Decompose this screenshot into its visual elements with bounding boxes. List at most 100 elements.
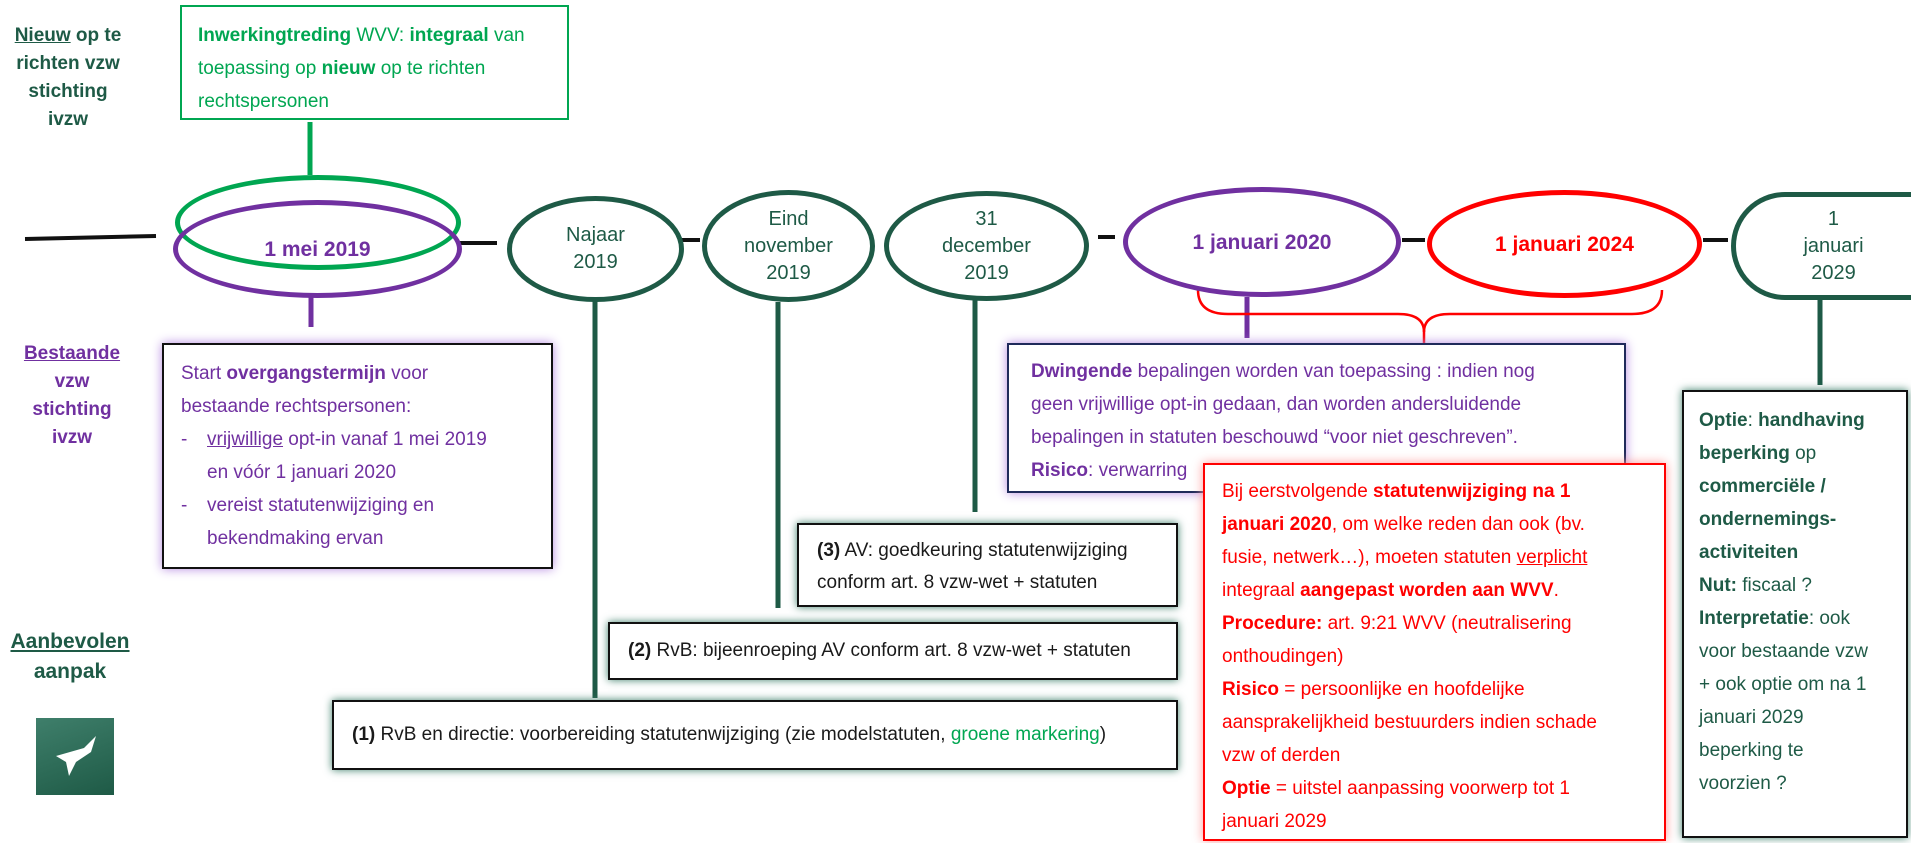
statutenwijziging-box: Bij eerstvolgende statutenwijziging na 1… — [1203, 463, 1666, 841]
dwingende-bold: Dwingende — [1031, 361, 1133, 382]
op-text: op — [1789, 443, 1817, 464]
node-7-line3: 2029 — [1811, 261, 1856, 284]
activiteiten-bold: activiteiten — [1699, 542, 1799, 563]
label-nieuw-line2: richten vzw — [16, 53, 120, 74]
ondernemings-bold: ondernemings- — [1699, 509, 1837, 530]
step-1-number: (1) — [352, 724, 376, 745]
step-1-text: RvB en directie: voorbereiding statutenw… — [375, 724, 951, 745]
step-2-number: (2) — [628, 640, 652, 661]
procedure-bold: Procedure: — [1222, 613, 1323, 634]
node-6-label: 1 januari 2024 — [1495, 232, 1634, 256]
node-5-label: 1 januari 2020 — [1192, 230, 1332, 254]
step-2-text: RvB: bijeenroeping AV conform art. 8 vzw… — [651, 640, 1131, 661]
step-3-line2: conform art. 8 vzw-wet + statuten — [817, 572, 1098, 593]
label-nieuw: Nieuw op te richten vzw stichting ivzw — [8, 22, 128, 134]
red-line4-end: . — [1553, 580, 1559, 601]
integraal-bold: integraal — [409, 25, 489, 46]
red-line1-bold: statutenwijziging na 1 — [1373, 481, 1571, 502]
januari-2029-text: januari 2029 — [1222, 811, 1327, 832]
step-3-text: AV: goedkeuring statutenwijziging — [840, 540, 1128, 561]
logo — [36, 718, 114, 795]
voor-bestaande-text: voor bestaande vzw — [1699, 641, 1868, 662]
procedure-text: art. 9:21 WVV (neutralisering — [1322, 613, 1572, 634]
voor-text: voor — [385, 363, 429, 384]
fiscaal-text: fiscaal ? — [1736, 575, 1812, 596]
januari-2029-right-text: januari 2029 — [1699, 707, 1804, 728]
label-nieuw-word: Nieuw — [14, 25, 71, 46]
bekendmaking-text: bekendmaking ervan — [207, 528, 384, 549]
label-aanbevolen-line2: aanpak — [33, 660, 107, 683]
navy-line3: bepalingen in statuten beschouwd “voor n… — [1031, 427, 1518, 448]
beperking-te-text: beperking te — [1699, 740, 1804, 761]
node-najaar-2019: Najaar 2019 — [507, 196, 684, 302]
opt-in-text: opt-in vanaf 1 mei 2019 — [283, 429, 487, 450]
label-nieuw-rest: op te — [75, 25, 122, 46]
label-bestaande-line1: Bestaande — [23, 343, 121, 364]
node-eind-november-2019: Eind november 2019 — [702, 190, 875, 302]
node-1-mei-2019: 1 mei 2019 — [173, 200, 462, 298]
node-2-line2: 2019 — [573, 251, 618, 273]
aangepast-bold: aangepast worden aan WVV — [1300, 580, 1554, 601]
node-3-line1: Eind — [768, 207, 809, 230]
inwerking-bold: Inwerkingtreding — [198, 25, 352, 46]
bullet-dash: - — [181, 429, 188, 450]
red-line2-bold: januari 2020 — [1222, 514, 1332, 535]
node-1-januari-2024: 1 januari 2024 — [1427, 190, 1702, 298]
red-line1-text: Bij eerstvolgende — [1222, 481, 1374, 502]
voor-1-januari-text: en vóór 1 januari 2020 — [207, 462, 397, 483]
interpretatie-bold: Interpretatie — [1699, 608, 1809, 629]
label-bestaande-line4: ivzw — [51, 427, 93, 448]
van-text: van — [488, 25, 525, 46]
node-7-line1: 1 — [1827, 207, 1840, 230]
optie-handhaving-box: Optie: handhaving beperking op commercië… — [1682, 390, 1908, 838]
overgangstermijn-bold: overgangstermijn — [226, 363, 386, 384]
label-nieuw-line3: stichting — [28, 81, 108, 102]
optie-bold: Optie — [1699, 410, 1748, 431]
optie-red-bold: Optie — [1222, 778, 1271, 799]
overgangstermijn-box: Start overgangstermijn voor bestaande re… — [162, 343, 553, 569]
optie-colon: : — [1747, 410, 1759, 431]
node-1-januari-2029: 1 januari 2029 — [1731, 192, 1911, 300]
bestaande-rp-text: bestaande rechtspersonen: — [181, 396, 412, 417]
node-1-januari-2020: 1 januari 2020 — [1123, 187, 1401, 297]
node-4-line3: 2019 — [964, 261, 1009, 284]
commerciele-bold: commerciële / — [1699, 476, 1826, 497]
op-te-richten-text: op te richten — [375, 58, 486, 79]
bullet-dash: - — [181, 495, 188, 516]
label-aanbevolen: Aanbevolen aanpak — [0, 627, 140, 687]
optie-na-text: + ook optie om na 1 — [1699, 674, 1867, 695]
nut-bold: Nut: — [1699, 575, 1737, 596]
node-4-line1: 31 — [975, 207, 998, 230]
node-1-label: 1 mei 2019 — [264, 237, 371, 261]
bird-icon — [56, 736, 96, 776]
red-line4-text: integraal — [1222, 580, 1301, 601]
groene-markering-text: groene markering — [950, 724, 1100, 745]
vzw-derden-text: vzw of derden — [1222, 745, 1341, 766]
node-2-line1: Najaar — [566, 224, 625, 246]
label-bestaande: Bestaande vzw stichting ivzw — [12, 340, 132, 452]
label-bestaande-line2: vzw — [54, 371, 90, 392]
risico-red-bold: Risico — [1222, 679, 1280, 700]
start-text: Start — [181, 363, 227, 384]
step-1-box: (1) RvB en directie: voorbereiding statu… — [332, 700, 1178, 770]
step-3-number: (3) — [817, 540, 841, 561]
red-line2-text: , om welke reden dan ook (bv. — [1331, 514, 1585, 535]
inwerking-text: WVV: — [351, 25, 410, 46]
onthoudingen-text: onthoudingen) — [1222, 646, 1344, 667]
node-3-line2: november — [744, 234, 833, 257]
red-line3-text: fusie, netwerk…), moeten statuten — [1222, 547, 1517, 568]
node-3-line3: 2019 — [766, 261, 811, 284]
nieuw-bold: nieuw — [321, 58, 376, 79]
node-7-line2: januari — [1803, 234, 1864, 257]
step-3-box: (3) AV: goedkeuring statutenwijziging co… — [797, 523, 1178, 607]
timeline-segment — [24, 234, 157, 241]
inwerkingtreding-box: Inwerkingtreding WVV: integraal van toep… — [180, 5, 569, 120]
risico-bold: Risico — [1031, 460, 1089, 481]
aansprakelijkheid-text: aansprakelijkheid bestuurders indien sch… — [1222, 712, 1597, 733]
rechtspersonen-text: rechtspersonen — [198, 91, 329, 112]
handhaving-bold: handhaving — [1758, 410, 1865, 431]
ook-text: : ook — [1808, 608, 1851, 629]
voorzien-text: voorzien ? — [1699, 773, 1787, 794]
